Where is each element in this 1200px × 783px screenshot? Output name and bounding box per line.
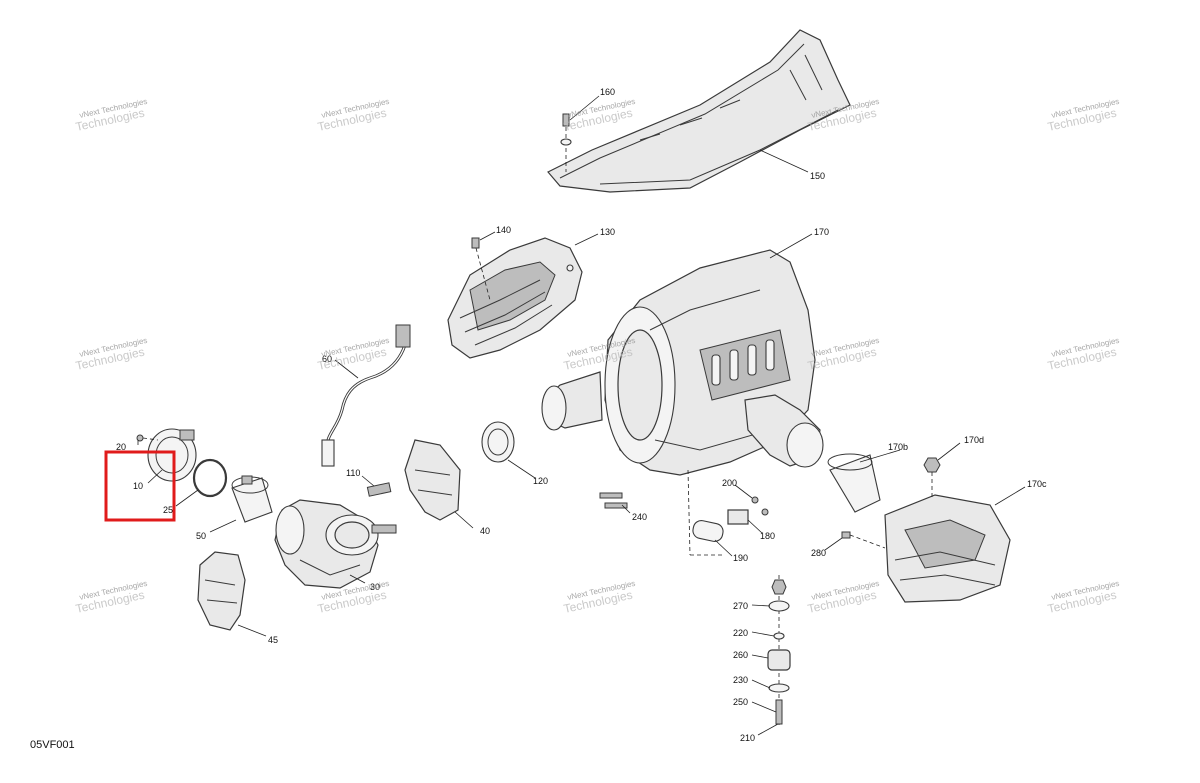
callout-150: 150 xyxy=(810,171,825,181)
callout-20: 20 xyxy=(116,442,126,452)
callout-170d: 170d xyxy=(964,435,984,445)
exhaust-tip-170c xyxy=(884,494,1011,603)
watermark: vNext Technologies Technologies xyxy=(806,579,880,616)
watermark: vNext Technologies Technologies xyxy=(74,579,148,616)
callout-180: 180 xyxy=(760,531,775,541)
callout-230: 230 xyxy=(733,675,748,685)
watermark: vNext Technologies Technologies xyxy=(316,336,390,373)
shield-40 xyxy=(404,439,461,521)
callout-160: 160 xyxy=(600,87,615,97)
pipe-30 xyxy=(274,499,397,589)
callout-250: 250 xyxy=(733,697,748,707)
oxygen-sensor-60 xyxy=(321,324,411,467)
bracket-110 xyxy=(366,482,392,497)
callout-140: 140 xyxy=(496,225,511,235)
bolt-160 xyxy=(560,113,572,172)
callout-170: 170 xyxy=(814,227,829,237)
watermark: vNext Technologies Technologies xyxy=(806,336,880,373)
callout-210: 210 xyxy=(740,733,755,743)
callout-190: 190 xyxy=(733,553,748,563)
callout-220: 220 xyxy=(733,628,748,638)
callout-45: 45 xyxy=(268,635,278,645)
callout-260: 260 xyxy=(733,650,748,660)
mount-stack xyxy=(767,575,791,725)
callout-240: 240 xyxy=(632,512,647,522)
watermark: vNext Technologies Technologies xyxy=(316,97,390,134)
watermark: vNext Technologies Technologies xyxy=(562,97,636,134)
watermark: vNext Technologies Technologies xyxy=(1046,579,1120,616)
heat-shield-150 xyxy=(547,29,851,193)
watermark: vNext Technologies Technologies xyxy=(74,336,148,373)
bracket-180 xyxy=(727,496,769,525)
callout-280: 280 xyxy=(811,548,826,558)
callout-170c: 170c xyxy=(1027,479,1047,489)
selected-part-highlight[interactable] xyxy=(104,450,176,522)
watermark: vNext Technologies Technologies xyxy=(562,579,636,616)
callout-110: 110 xyxy=(346,468,360,478)
leader-lines xyxy=(137,95,1026,736)
callout-120: 120 xyxy=(533,476,548,486)
muffler-170 xyxy=(541,249,824,476)
callout-50: 50 xyxy=(196,531,206,541)
watermark: vNext Technologies Technologies xyxy=(1046,97,1120,134)
bolt-280 xyxy=(841,531,886,549)
watermark: vNext Technologies Technologies xyxy=(1046,336,1120,373)
outlet-cone-170b xyxy=(827,453,881,513)
callout-labels: 160 150 140 130 170 60 20 10 25 50 110 4… xyxy=(116,87,1047,743)
gasket-120 xyxy=(481,421,515,463)
bolt-140 xyxy=(471,237,491,301)
bolts-240 xyxy=(599,492,628,509)
bolt-170d xyxy=(923,457,941,500)
damper-190 xyxy=(687,469,725,556)
bolt-20 xyxy=(136,434,159,442)
shield-45 xyxy=(197,551,246,631)
callout-170b: 170b xyxy=(888,442,908,452)
callout-130: 130 xyxy=(600,227,615,237)
watermark: vNext Technologies Technologies xyxy=(74,97,148,134)
callout-25: 25 xyxy=(163,505,173,515)
callout-30: 30 xyxy=(370,582,380,592)
clamp-10 xyxy=(147,428,197,482)
callout-10: 10 xyxy=(133,481,143,491)
callout-270: 270 xyxy=(733,601,748,611)
heat-guard-130 xyxy=(447,237,583,359)
callout-40: 40 xyxy=(480,526,490,536)
gasket-25 xyxy=(192,458,228,498)
callout-60: 60 xyxy=(322,354,332,364)
clamp-50 xyxy=(231,475,273,523)
diagram-reference: 05VF001 xyxy=(30,739,75,751)
callout-200: 200 xyxy=(722,478,737,488)
